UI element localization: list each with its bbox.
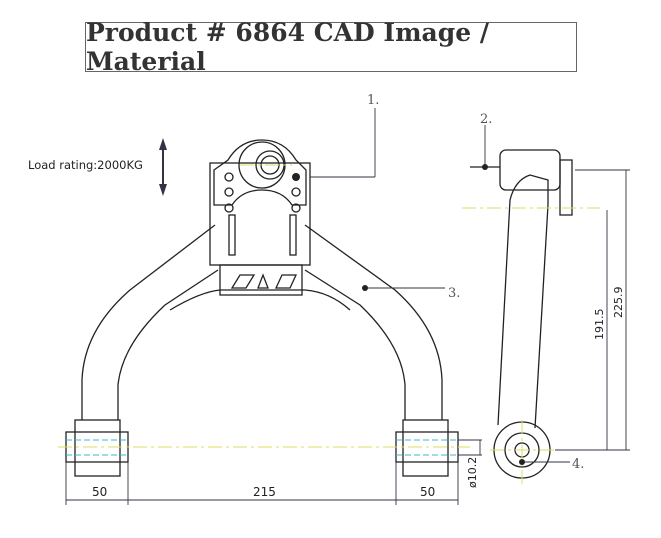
load-rating-label: Load rating:2000KG — [28, 158, 143, 172]
callout-4: 4. — [572, 457, 584, 472]
callout-3: 3. — [448, 286, 460, 301]
callout-1: 1. — [367, 93, 379, 108]
dim-right-bushing-width: 50 — [420, 485, 435, 499]
control-arm-side-view — [462, 149, 600, 485]
dimension-lines — [65, 108, 630, 505]
dim-bore-diameter: ø10.2 — [466, 457, 479, 488]
callout-2: 2. — [480, 112, 492, 127]
dim-span: 215 — [253, 485, 276, 499]
dim-left-bushing-width: 50 — [92, 485, 107, 499]
load-arrow-icon — [159, 138, 167, 196]
control-arm-front-view — [58, 139, 470, 477]
page-title: Product # 6864 CAD Image / Material — [85, 18, 577, 76]
dim-height-191: 191.5 — [593, 309, 606, 341]
dim-height-225: 225.9 — [612, 287, 625, 319]
